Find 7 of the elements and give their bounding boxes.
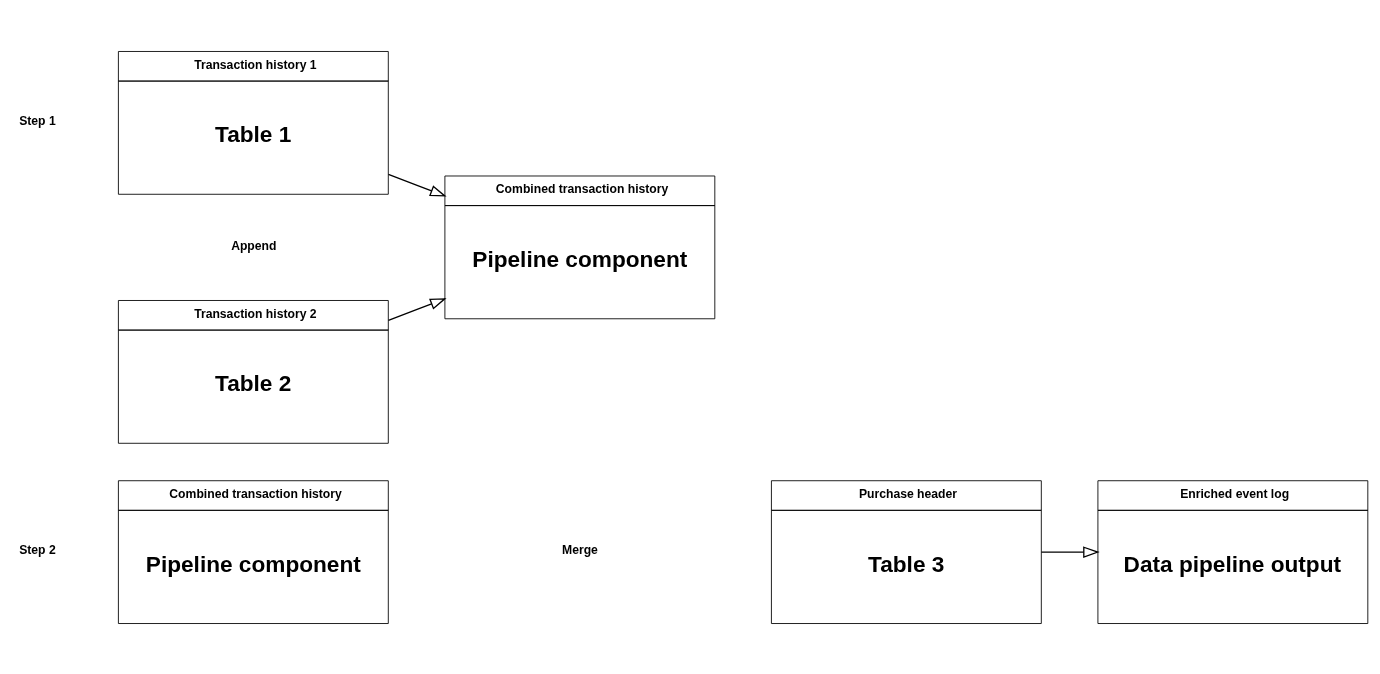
label: Step 1 bbox=[19, 113, 56, 128]
arrow bbox=[387, 297, 447, 321]
arrow bbox=[387, 173, 447, 197]
label: Merge bbox=[562, 542, 598, 557]
label: Append bbox=[231, 238, 277, 253]
label: Step 2 bbox=[19, 542, 56, 557]
arrow bbox=[1040, 545, 1100, 558]
